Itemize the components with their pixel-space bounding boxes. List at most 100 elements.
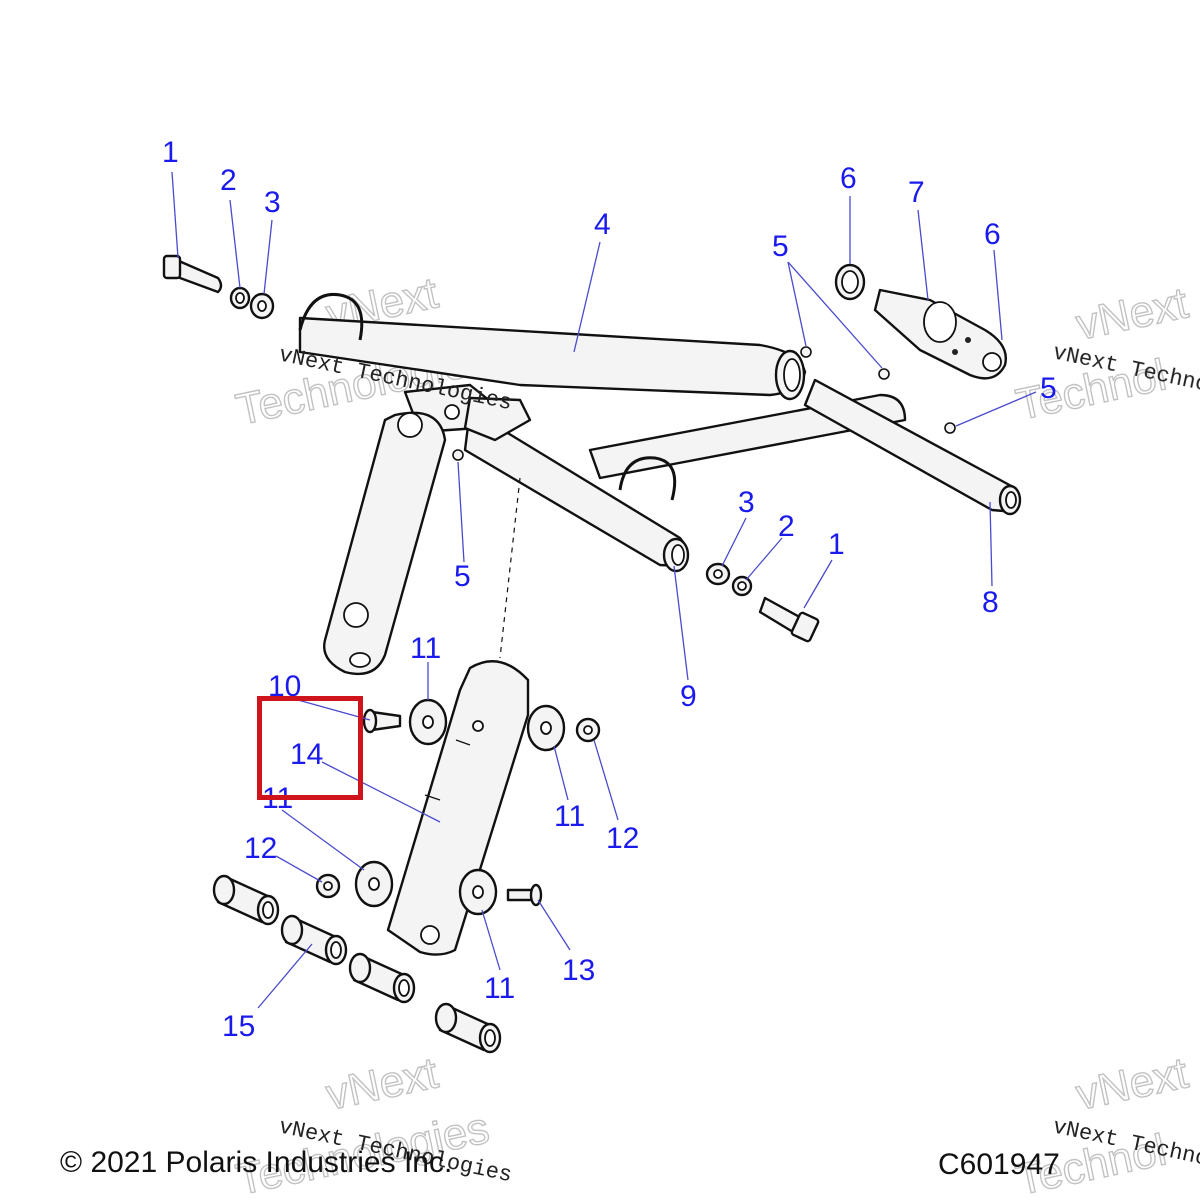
bracket-rivet-b bbox=[952, 349, 958, 355]
bolt-1-top-head bbox=[162, 254, 182, 280]
bolt-1-right-head bbox=[790, 611, 820, 643]
pivot-tube-bore bbox=[1005, 491, 1017, 509]
pivot-bracket-eye bbox=[982, 352, 1002, 372]
lock-washer-2-right-hole bbox=[737, 581, 747, 591]
bushing-a-bore bbox=[262, 901, 274, 919]
callout-12-right: 12 bbox=[606, 822, 639, 855]
figure-id: C601947 bbox=[938, 1148, 1060, 1181]
bushing-b-front bbox=[280, 914, 304, 946]
watermark-brand-4: vNext bbox=[1072, 1048, 1192, 1119]
callout-9: 9 bbox=[680, 680, 697, 713]
callout-6-left: 6 bbox=[840, 162, 857, 195]
washer-11-bottom-hole bbox=[472, 885, 484, 899]
lower-link-edge-lines bbox=[424, 739, 471, 801]
nut-12-right-hole bbox=[583, 725, 593, 735]
leader-11-mid bbox=[553, 745, 569, 801]
bracket-rivet-a bbox=[965, 337, 971, 343]
link-arm-bottom-eye bbox=[343, 602, 369, 628]
callout-6-right: 6 bbox=[984, 218, 1001, 251]
grease-fitting-c bbox=[944, 422, 956, 434]
callout-1-right: 1 bbox=[828, 528, 845, 561]
lower-link-hole-top bbox=[472, 720, 484, 732]
grease-fitting-a bbox=[800, 346, 812, 358]
lock-washer-2-top-hole bbox=[235, 292, 245, 304]
callout-labels: 1 2 3 4 5 6 7 6 5 5 3 2 1 8 9 10 11 14 1… bbox=[162, 136, 1057, 1043]
copyright-notice: © 2021 Polaris Industries Inc. bbox=[60, 1146, 453, 1179]
d-ring-lower bbox=[618, 456, 677, 501]
callout-12-left: 12 bbox=[244, 832, 277, 865]
leader-8 bbox=[989, 501, 993, 587]
callout-14-highlight-box bbox=[257, 696, 363, 800]
d-ring-upper bbox=[298, 292, 364, 341]
callout-1-top: 1 bbox=[162, 136, 179, 169]
callout-8: 8 bbox=[982, 586, 999, 619]
leader-5-mid bbox=[457, 461, 465, 563]
callout-3-top: 3 bbox=[264, 186, 281, 219]
mount-plate-right bbox=[463, 396, 532, 442]
leader-7 bbox=[917, 209, 929, 301]
callout-15: 15 bbox=[222, 1010, 255, 1043]
callout-11-top: 11 bbox=[410, 632, 441, 665]
washer-11-top-hole bbox=[422, 715, 434, 729]
leader-2-top bbox=[229, 199, 241, 289]
callout-7: 7 bbox=[908, 176, 925, 209]
leader-lines bbox=[171, 171, 1037, 1009]
leader-2-right bbox=[745, 537, 783, 581]
leader-13 bbox=[537, 899, 571, 951]
lower-link-body bbox=[386, 660, 530, 956]
callout-4: 4 bbox=[594, 208, 611, 241]
bushings-15 bbox=[212, 874, 502, 1054]
leader-3-right bbox=[721, 517, 747, 567]
grease-fitting-b bbox=[878, 368, 890, 380]
leader-1-top bbox=[171, 171, 179, 259]
leader-12-right bbox=[593, 739, 619, 821]
leader-5-top-b bbox=[787, 261, 883, 369]
watermark-group: vNext Technologies vNext Technol vNext T… bbox=[231, 268, 1193, 1200]
pivot-bracket-bore bbox=[923, 301, 957, 343]
bushing-d-front bbox=[434, 1002, 458, 1034]
bushing-c-bore bbox=[398, 979, 410, 997]
callout-5-top: 5 bbox=[772, 230, 789, 263]
assembly-dashed-line bbox=[499, 477, 521, 659]
link-arm-slot bbox=[349, 652, 371, 668]
washer-3-right-hole bbox=[713, 569, 723, 579]
callout-11-bottom: 11 bbox=[484, 972, 515, 1005]
pivot-tube-8 bbox=[803, 378, 1021, 514]
leader-1-right bbox=[803, 559, 833, 609]
callout-13: 13 bbox=[562, 954, 595, 987]
bushing-a-front bbox=[212, 874, 236, 906]
callout-2-right: 2 bbox=[778, 510, 795, 543]
upper-link-arm bbox=[323, 411, 447, 676]
grease-fitting-d bbox=[452, 449, 464, 461]
washer-3-top-hole bbox=[257, 300, 267, 312]
lower-link-arm-14 bbox=[386, 477, 530, 956]
leader-14 bbox=[321, 761, 441, 823]
lower-link-hole-bottom bbox=[420, 925, 440, 945]
callout-2-top: 2 bbox=[220, 164, 237, 197]
watermark-brand-3: vNext bbox=[322, 1048, 442, 1119]
bolt-10-head bbox=[362, 708, 378, 734]
link-arm-top-eye bbox=[397, 412, 423, 438]
leader-9 bbox=[673, 565, 689, 681]
callout-3-right: 3 bbox=[738, 486, 755, 519]
callout-14: 14 bbox=[290, 738, 323, 771]
bolt-1-top bbox=[170, 256, 223, 294]
leader-6-right bbox=[993, 249, 1003, 341]
hardware bbox=[162, 254, 1007, 1054]
leader-5-right bbox=[955, 391, 1037, 427]
leader-3-top bbox=[263, 219, 273, 295]
mount-bolt-hole bbox=[444, 404, 460, 420]
callout-5-right: 5 bbox=[1040, 372, 1057, 405]
leader-15 bbox=[257, 943, 313, 1009]
washer-11-left-hole bbox=[368, 877, 380, 891]
washer-11-mid-hole bbox=[540, 721, 552, 735]
lower-tube-bore bbox=[671, 544, 685, 566]
watermark-brand-2: vNext bbox=[1072, 278, 1192, 349]
bushing-d-bore bbox=[484, 1029, 496, 1047]
washer-6-left-hole bbox=[841, 270, 859, 294]
bushing-c-front bbox=[348, 952, 372, 984]
leader-12-left bbox=[275, 855, 323, 883]
callout-5-mid: 5 bbox=[454, 560, 471, 593]
leader-4 bbox=[573, 241, 601, 353]
a-arm-assembly bbox=[298, 292, 1022, 573]
